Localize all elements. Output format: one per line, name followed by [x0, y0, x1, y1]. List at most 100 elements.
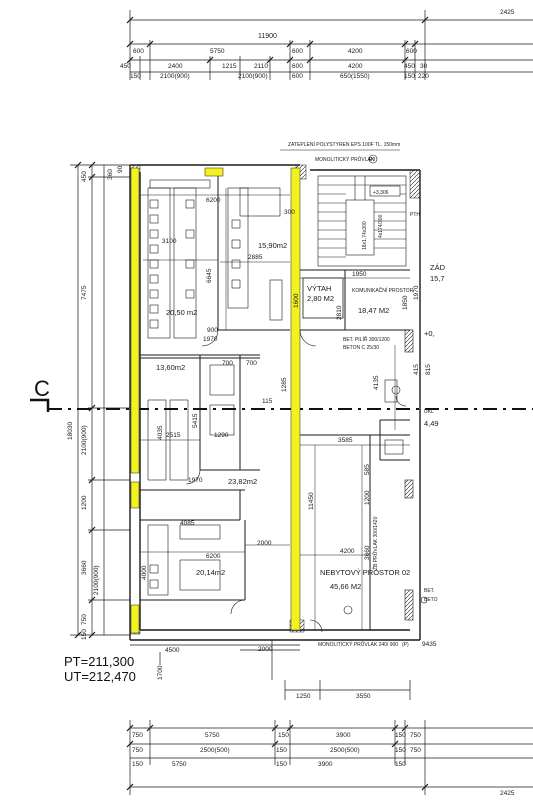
stairs-small-label: 4x174/300 [378, 214, 384, 238]
dim-1285: 1285 [281, 377, 288, 392]
dim-bot-r2-2: 150 [276, 747, 287, 754]
dim-left-c: 18030 [67, 422, 74, 440]
dim-left-j: 360 [107, 169, 114, 180]
highlight-wall-top [204, 167, 224, 177]
dim-bot-r2-5: 750 [410, 747, 421, 754]
dim-left-d: 2100(900) [81, 425, 88, 455]
dim-top-r3-7: 30 [420, 63, 428, 70]
dim-4085: 4085 [180, 520, 195, 527]
dim-6200b: 6200 [206, 553, 221, 560]
door-swings [185, 329, 407, 633]
below-plan-dims [130, 640, 411, 700]
dim-1970c: 1970 [413, 285, 420, 300]
bottom-dimension-ticks [126, 724, 429, 791]
right-label-level: +0, [424, 329, 435, 338]
room-area-komunikacni: 18,47 M2 [358, 306, 389, 315]
dim-3660: 3660 [364, 545, 371, 560]
dim-top-r4-3: 600 [292, 73, 303, 80]
note-concrete: BETON C 25/30 [343, 345, 379, 351]
dim-left-g: 2100(900) [93, 565, 100, 595]
dim-top-r4-0: 150 [130, 73, 141, 80]
dim-top-r2-4: 600 [406, 48, 417, 55]
dim-700a: 700 [222, 360, 233, 367]
dim-top-r2-3: 4200 [348, 48, 363, 55]
dim-1850: 1850 [402, 295, 409, 310]
dim-2000: 2000 [257, 540, 272, 547]
dim-bottom-lower-left: 1700 [157, 665, 164, 680]
dim-bot-r3-1: 5750 [172, 761, 187, 768]
note-beam-bottom: MONOLITICKÝ PRŮVLAK 240/ 900 [318, 641, 398, 648]
dim-top-r2-1: 5750 [210, 48, 225, 55]
stairs-label: 18x1,74x300 [362, 221, 368, 250]
right-label-157: 15,7 [430, 274, 445, 283]
dim-top-r3-4: 600 [292, 63, 303, 70]
right-label-ukl: ÚKL [424, 408, 434, 415]
note-beam-top: MONOLITICKÝ PRŮVLAK [315, 156, 375, 163]
section-marker-c: C [34, 376, 50, 401]
dim-4035: 4035 [157, 425, 164, 440]
ut-level: UT=212,470 [64, 669, 136, 684]
highlight-wall-left-upper [130, 167, 140, 474]
dim-4135: 4135 [373, 375, 380, 390]
highlighted-walls [130, 167, 301, 634]
dim-6200a: 6200 [206, 197, 221, 204]
dim-2515: 2515 [166, 432, 181, 439]
dim-9435: 9435 [422, 641, 437, 648]
dim-left-e: 1200 [81, 495, 88, 510]
dim-bot-r2-4: 150 [395, 747, 406, 754]
dim-top-edge-right: 2425 [500, 9, 515, 16]
dim-1970a: 1970 [203, 336, 218, 343]
dim-left-b: 7475 [81, 285, 88, 300]
dim-700b: 700 [246, 360, 257, 367]
dim-5415: 5415 [192, 413, 199, 428]
note-beam-bottom-p: (P) [402, 642, 409, 648]
room-area-lift: 2,80 M2 [307, 294, 334, 303]
staircase [317, 175, 407, 267]
dim-6645: 6645 [206, 268, 213, 283]
room-area-2014: 20,14m2 [196, 568, 225, 577]
room-name-lift: VÝTAH [307, 284, 331, 293]
dim-1290: 1290 [214, 432, 229, 439]
room-name-nebytovy: NEBYTOVÝ PROSTOR 02 [320, 568, 410, 577]
interior-partitions [140, 176, 410, 630]
dim-left-h: 750 [81, 614, 88, 625]
label-pth: PTH [410, 212, 420, 218]
dim-585: 585 [364, 464, 371, 475]
dim-11450: 11450 [308, 492, 315, 510]
dim-left-i: 150 [81, 629, 88, 640]
left-dimension-ticks [74, 161, 96, 639]
dim-815: 815 [425, 364, 432, 375]
dim-1970b: 1970 [188, 477, 203, 484]
room-area-2050: 20,50 m2 [166, 308, 197, 317]
dim-bot-r1-0: 750 [132, 732, 143, 739]
label-p9: P9 [369, 157, 375, 163]
dim-top-r3-0: 450 [120, 63, 131, 70]
dim-1200: 1200 [364, 490, 371, 505]
dim-bot-r2-0: 750 [132, 747, 143, 754]
dim-1950: 1950 [352, 271, 367, 278]
note-beam-mid: ŽB PRŮVLAK 300/1420 [371, 516, 379, 570]
highlight-wall-center [290, 167, 301, 631]
level-label: +3,306 [373, 190, 389, 196]
dim-bottom-mid: 2000 [258, 646, 273, 653]
right-label-449: 4,49 [424, 419, 439, 428]
wall-hatch-tr [409, 169, 421, 199]
pt-level: PT=211,300 [64, 654, 134, 669]
dim-bot-r3-2: 150 [276, 761, 287, 768]
dim-4000: 4000 [141, 565, 148, 580]
room-area-1590: 15,90m2 [258, 241, 287, 250]
top-dimension-chain [129, 10, 533, 80]
dim-bottom-left: 4500 [165, 647, 180, 654]
dim-top-r4-5: 150 [404, 73, 415, 80]
dim-bot-r1-5: 750 [410, 732, 421, 739]
room-area-nebytovy: 45,66 M2 [330, 582, 361, 591]
dim-top-r3-2: 1215 [222, 63, 237, 70]
dim-top-r4-1: 2100(900) [160, 73, 190, 80]
dim-bot-r3-3: 3900 [318, 761, 333, 768]
dim-top-r3-1: 2400 [168, 63, 183, 70]
dim-left-f: 3660 [81, 560, 88, 575]
dim-under-plan-1: 3550 [356, 693, 371, 700]
dim-3585: 3585 [338, 437, 353, 444]
dim-bot-r2-1: 2500(500) [200, 747, 230, 754]
